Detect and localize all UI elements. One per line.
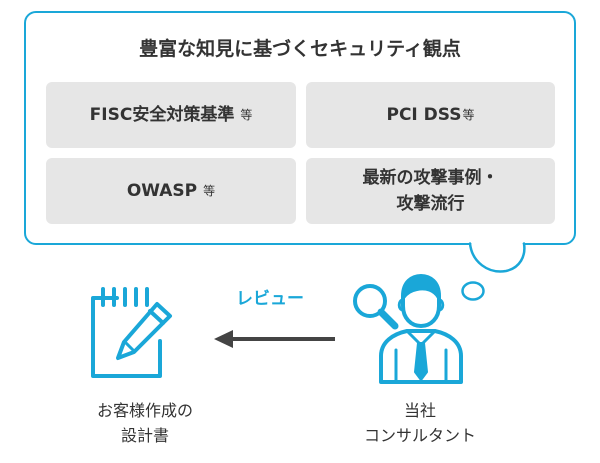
card-owasp-suffix: 等 — [203, 184, 216, 198]
consultant-label-line2: コンサルタント — [363, 426, 476, 445]
document-label: お客様作成の 設計書 — [60, 398, 230, 448]
review-label: レビュー — [236, 289, 304, 309]
card-pci-dss-suffix: 等 — [462, 108, 475, 122]
card-fisc-label: FISC安全対策基準 — [89, 105, 235, 125]
consultant-label-line1: 当社 — [403, 401, 436, 420]
card-latest-attacks: 最新の攻撃事例・ 攻撃流行 — [306, 158, 555, 224]
card-fisc-suffix: 等 — [240, 108, 253, 122]
bubble-title: 豊富な知見に基づくセキュリティ観点 — [139, 38, 461, 60]
card-owasp-label: OWASP — [126, 181, 198, 201]
card-latest-attacks-line2: 攻撃流行 — [396, 194, 465, 214]
document-label-line2: 設計書 — [120, 426, 169, 445]
card-latest-attacks-line1: 最新の攻撃事例・ — [362, 168, 499, 188]
card-pci-dss-label: PCI DSS — [386, 105, 462, 125]
document-label-line1: お客様作成の — [96, 401, 193, 420]
card-owasp: OWASP 等 — [46, 158, 296, 224]
card-fisc: FISC安全対策基準等 — [46, 82, 296, 148]
consultant-label: 当社 コンサルタント — [330, 398, 510, 448]
